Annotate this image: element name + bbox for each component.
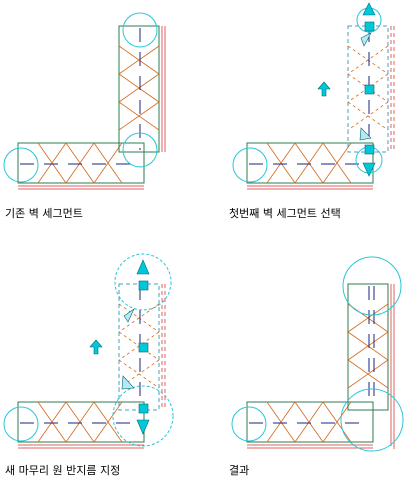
grip-square-mid[interactable]	[138, 342, 149, 353]
grip-flip-top[interactable]	[360, 32, 372, 47]
grip-flip-bottom[interactable]	[121, 375, 135, 390]
grip-arrow-bottom[interactable]	[136, 419, 150, 435]
grip-square-bottom[interactable]	[364, 144, 375, 155]
grip-square-top[interactable]	[364, 21, 375, 32]
new-end-circle-corner	[112, 385, 174, 447]
horizontal-wall	[17, 142, 145, 190]
end-circle-corner	[122, 132, 158, 168]
direction-arrow-icon[interactable]	[317, 81, 331, 97]
end-circle-left	[231, 406, 267, 442]
grip-square-top[interactable]	[138, 280, 149, 291]
vertical-wall	[347, 283, 395, 449]
caption-specify-radius: 새 마무리 원 반지름 지정	[5, 464, 121, 477]
grip-square-mid[interactable]	[364, 84, 375, 95]
caption-result: 결과	[229, 464, 250, 477]
grip-flip-top[interactable]	[123, 308, 135, 323]
caption-select-first-segment: 첫번째 벽 세그먼트 선택	[229, 207, 341, 220]
panel-existing-segments	[3, 12, 166, 190]
caption-existing-segments: 기존 벽 세그먼트	[5, 207, 83, 220]
grip-arrow-top[interactable]	[136, 259, 150, 275]
end-circle-left	[3, 406, 39, 442]
result-end-circle-top	[342, 256, 402, 316]
horizontal-wall	[17, 401, 145, 449]
result-end-circle-corner	[340, 388, 404, 452]
end-circle-top	[122, 12, 158, 48]
end-circle-left	[232, 147, 268, 183]
grip-arrow-top[interactable]	[362, 2, 376, 16]
end-circle-left	[3, 147, 39, 183]
direction-arrow-icon[interactable]	[89, 339, 103, 355]
vertical-wall	[118, 25, 166, 153]
horizontal-wall	[246, 142, 374, 190]
panel-select-first-segment	[232, 2, 395, 190]
panel-specify-radius	[3, 253, 174, 449]
new-end-circle-top	[114, 253, 172, 311]
horizontal-wall	[246, 401, 374, 449]
grip-flip-bottom[interactable]	[359, 127, 372, 141]
panel-result	[231, 256, 404, 452]
grip-square-bottom[interactable]	[138, 403, 149, 414]
grip-arrow-bottom[interactable]	[362, 162, 376, 177]
